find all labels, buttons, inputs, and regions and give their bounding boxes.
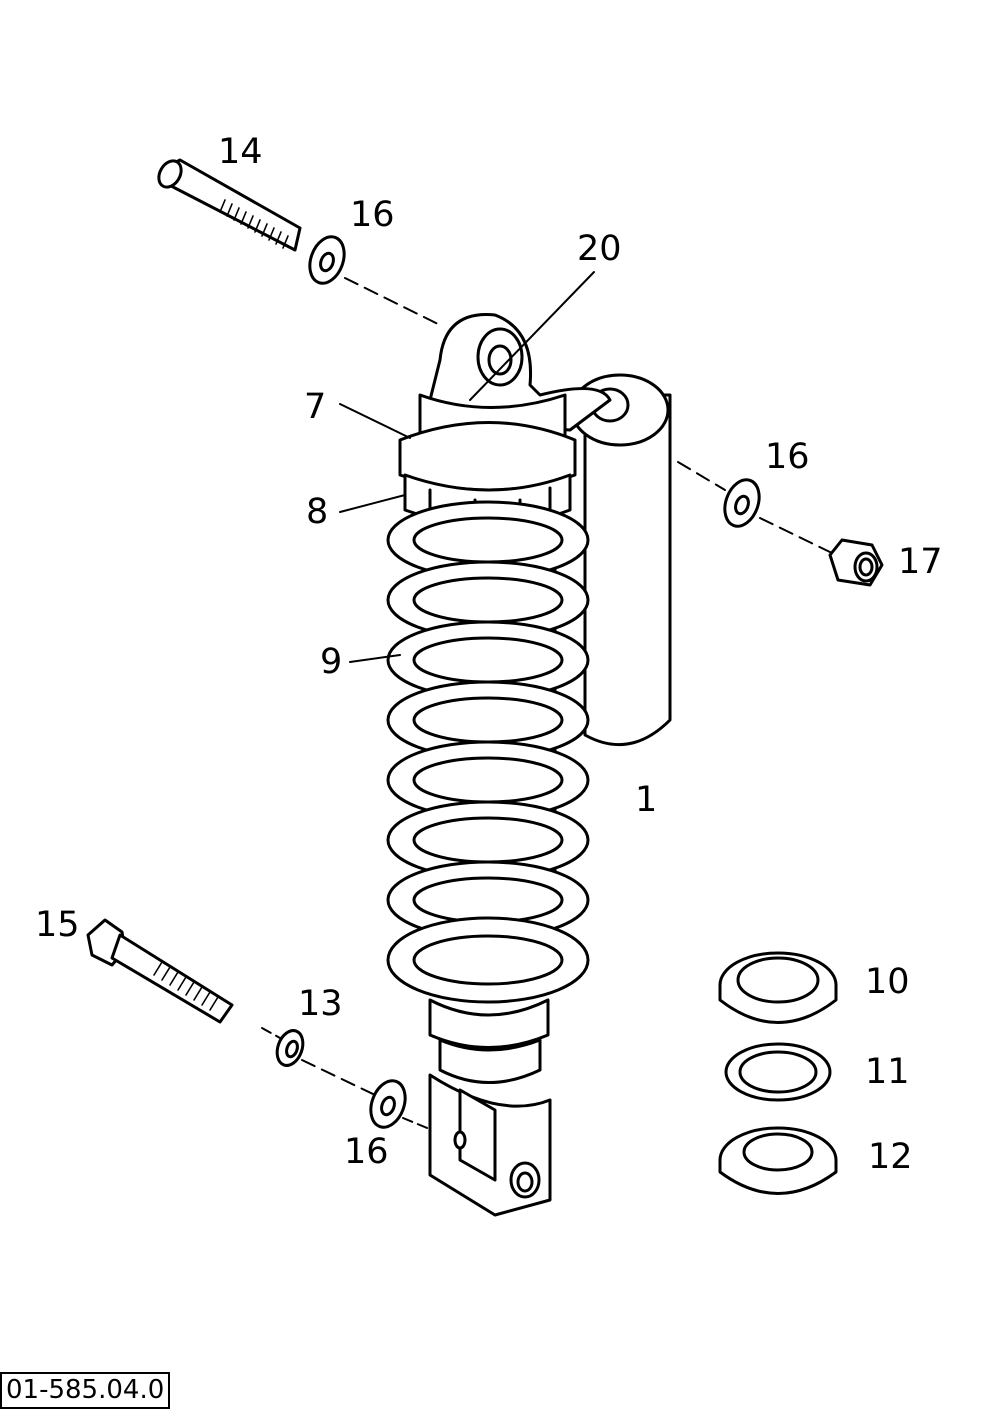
callout-9: 9 xyxy=(320,642,343,682)
washer-right xyxy=(723,478,761,528)
top-bolt xyxy=(157,158,302,252)
lower-seat xyxy=(718,1126,838,1195)
callout-10: 10 xyxy=(865,962,910,1002)
axis-line-right-2 xyxy=(759,517,833,554)
callout-16-top: 16 xyxy=(350,195,395,235)
lower-clevis xyxy=(428,998,552,1217)
callout-11: 11 xyxy=(865,1052,910,1092)
leader-lines xyxy=(339,271,595,663)
axis-line-bottom-3 xyxy=(402,1117,433,1131)
axis-line-bottom-2 xyxy=(301,1059,376,1096)
reservoir xyxy=(570,373,672,747)
callout-1: 1 xyxy=(635,780,658,820)
axis-line-bottom-1 xyxy=(261,1027,281,1039)
nut xyxy=(828,538,884,587)
axis-line-right-1 xyxy=(677,461,726,491)
callout-17: 17 xyxy=(898,542,943,582)
callout-20: 20 xyxy=(577,229,622,269)
spring xyxy=(386,500,590,1004)
callout-12: 12 xyxy=(868,1137,913,1177)
callout-16-bottom: 16 xyxy=(344,1132,389,1172)
figure-code: 01-585.04.0 xyxy=(0,1372,171,1409)
callout-7: 7 xyxy=(304,387,327,427)
callout-8: 8 xyxy=(306,492,329,532)
retaining-ring xyxy=(724,1042,832,1102)
lower-bolt xyxy=(86,918,234,1024)
lock-washer xyxy=(275,1029,305,1067)
spring-seat xyxy=(718,951,838,1024)
callout-15: 15 xyxy=(35,905,80,945)
callout-13: 13 xyxy=(298,984,343,1024)
callout-16-right: 16 xyxy=(765,437,810,477)
washer-top xyxy=(308,235,346,285)
washer-bottom xyxy=(369,1079,407,1129)
axis-line-top xyxy=(344,277,441,326)
callout-14: 14 xyxy=(218,132,263,172)
